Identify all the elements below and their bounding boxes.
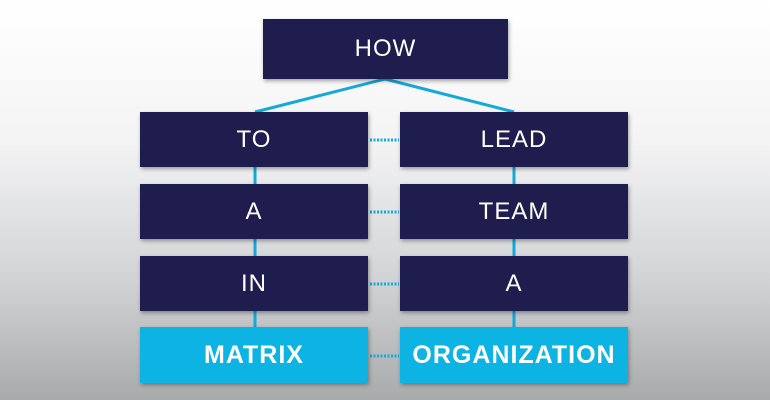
right-label-3: A xyxy=(505,269,523,297)
left-label-3: IN xyxy=(241,269,267,297)
root-label: HOW xyxy=(354,35,417,62)
right-box-3: A xyxy=(400,256,628,311)
left-box-3: IN xyxy=(140,256,368,311)
right-label-1: LEAD xyxy=(480,125,548,153)
left-label-1: TO xyxy=(236,125,272,153)
right-box-2: TEAM xyxy=(400,184,628,239)
left-label-4: MATRIX xyxy=(204,340,304,369)
right-box-4: ORGANIZATION xyxy=(400,327,628,383)
connector-root-right xyxy=(384,77,515,114)
left-box-2: A xyxy=(140,184,368,239)
right-label-4: ORGANIZATION xyxy=(412,340,616,369)
left-box-4: MATRIX xyxy=(140,327,368,383)
right-label-2: TEAM xyxy=(478,197,550,225)
left-label-2: A xyxy=(245,197,263,225)
connector-root-left xyxy=(254,77,386,114)
root-box: HOW xyxy=(263,19,508,79)
left-box-1: TO xyxy=(140,112,368,167)
right-box-1: LEAD xyxy=(400,112,628,167)
